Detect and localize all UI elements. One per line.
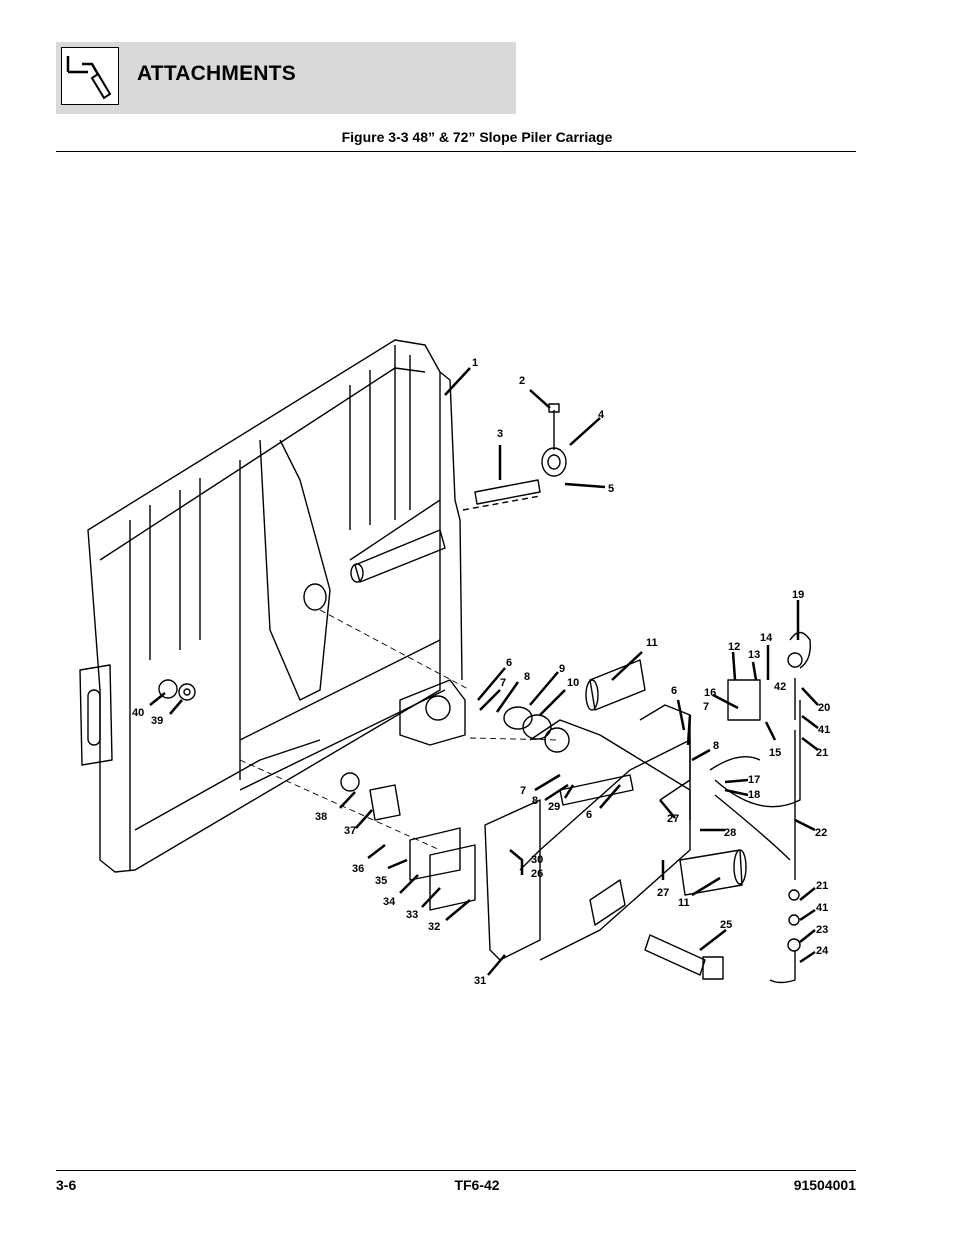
callout-label: 3 <box>497 428 503 440</box>
callout-label: 11 <box>678 897 690 909</box>
callout-label: 6 <box>671 685 677 697</box>
callout-label: 32 <box>428 921 440 933</box>
page-number: 3-6 <box>56 1177 77 1193</box>
callout-label: 36 <box>352 863 364 875</box>
callout-label: 33 <box>406 909 418 921</box>
callout-label: 6 <box>506 657 512 669</box>
callout-label: 24 <box>816 945 829 957</box>
callout-label: 15 <box>769 747 781 759</box>
callout-label: 16 <box>704 687 716 699</box>
callout-label: 38 <box>315 811 327 823</box>
callout-label: 8 <box>532 795 538 807</box>
callout-label: 8 <box>713 740 719 752</box>
callout-label: 31 <box>474 975 486 987</box>
header-divider <box>56 151 856 152</box>
header-band <box>56 42 516 114</box>
attachment-tool-icon <box>61 47 119 105</box>
callout-label: 19 <box>792 589 804 601</box>
callout-label: 2 <box>519 375 525 387</box>
callout-label: 23 <box>816 924 828 936</box>
callout-label: 12 <box>728 641 740 653</box>
callout-label: 42 <box>774 681 786 693</box>
callout-label: 17 <box>748 774 760 786</box>
callout-label: 8 <box>524 671 530 683</box>
callout-label: 21 <box>816 880 828 892</box>
callout-label: 30 <box>531 854 543 866</box>
footer-divider <box>56 1170 856 1171</box>
callout-label: 41 <box>818 724 830 736</box>
callout-label: 27 <box>657 887 669 899</box>
callout-label: 11 <box>646 637 658 649</box>
callout-label: 9 <box>559 663 565 675</box>
callout-label: 29 <box>548 801 560 813</box>
callout-label: 13 <box>748 649 760 661</box>
callout-label: 35 <box>375 875 387 887</box>
figure-caption: Figure 3-3 48” & 72” Slope Piler Carriag… <box>341 129 613 145</box>
callout-label: 10 <box>567 677 579 689</box>
callout-label: 5 <box>608 483 614 495</box>
callout-label: 20 <box>818 702 830 714</box>
callout-label: 34 <box>383 896 396 908</box>
model-number: TF6-42 <box>454 1177 500 1193</box>
callout-label: 6 <box>586 809 592 821</box>
callout-label: 1 <box>472 357 478 369</box>
callout-label: 41 <box>816 902 828 914</box>
callout-label: 21 <box>816 747 828 759</box>
document-number: 91504001 <box>793 1177 856 1193</box>
callout-label: 39 <box>151 715 163 727</box>
callout-label: 7 <box>500 677 506 689</box>
callout-label: 26 <box>531 868 543 880</box>
callout-label: 25 <box>720 919 732 931</box>
callout-label: 14 <box>760 632 773 644</box>
callout-label: 7 <box>520 785 526 797</box>
callout-label: 18 <box>748 789 760 801</box>
callout-label: 27 <box>667 813 679 825</box>
callout-label: 22 <box>815 827 827 839</box>
section-title: ATTACHMENTS <box>137 62 296 85</box>
callout-label: 40 <box>132 707 144 719</box>
callout-label: 4 <box>598 409 605 421</box>
callout-label: 28 <box>724 827 736 839</box>
callout-label: 37 <box>344 825 356 837</box>
callout-label: 7 <box>703 701 709 713</box>
